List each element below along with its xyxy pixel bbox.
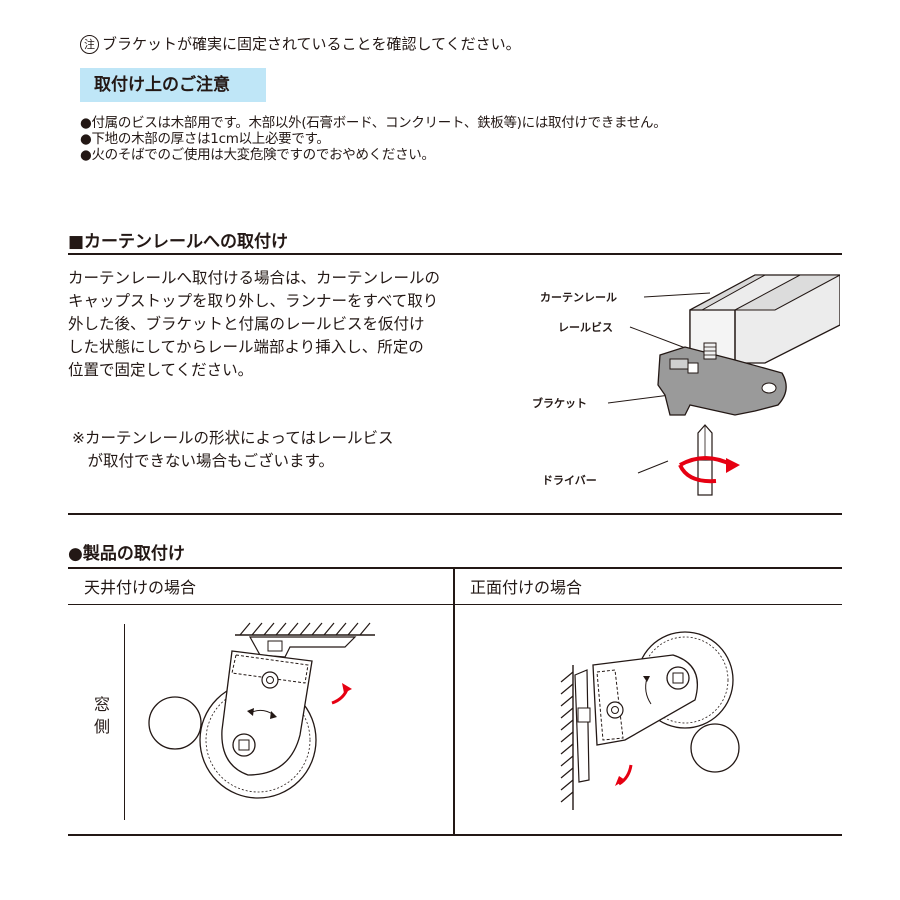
rail-screw-label: レールビス [558, 320, 613, 334]
driver-label: ドライバー [542, 474, 597, 487]
rail-footnote: ※カーテンレールの形状によってはレールビス が取付できない場合もございます。 [72, 427, 393, 473]
roller-small-shape [148, 696, 202, 750]
ceiling-mount-title: 天井付けの場合 [84, 578, 197, 597]
rail-heading-divider [68, 253, 842, 255]
caution-item: ●付属のビスは木部用です。木部以外(石膏ボード、コンクリート、鉄板等)には取付け… [80, 115, 667, 131]
window-side-label: 窓 側 [93, 694, 111, 738]
window-wall-line [124, 624, 126, 820]
note-marker-icon: 注 [80, 35, 99, 54]
ceiling-mount-diagram [148, 622, 375, 799]
note-text: ブラケットが確実に固定されていることを確認してください。 [102, 35, 521, 53]
rail-label: カーテンレール [540, 291, 617, 304]
caution-heading: 取付け上のご注意 [80, 68, 266, 102]
caution-list: ●付属のビスは木部用です。木部以外(石膏ボード、コンクリート、鉄板等)には取付け… [80, 115, 667, 163]
screw-icon [606, 701, 624, 719]
screwdriver-shape [697, 424, 713, 496]
shaft-icon [666, 666, 690, 690]
rail-section-heading: ■カーテンレールへの取付け [68, 232, 289, 252]
caution-item: ●火のそばでのご使用は大変危険ですのでおやめください。 [80, 147, 435, 163]
bracket-fixing-note: 注ブラケットが確実に固定されていることを確認してください。 [80, 33, 521, 54]
rail-footnote-line: ※カーテンレールの形状によってはレールビス [72, 429, 394, 447]
product-table-bottom-border [68, 834, 842, 836]
rail-instruction-line: キャップストップを取り外し、ランナーをすべて取り [68, 292, 439, 310]
caution-item: ●下地の木部の厚さは1cm以上必要です。 [80, 131, 330, 147]
curtain-rail-shape [689, 274, 840, 364]
rail-instructions: カーテンレールへ取付ける場合は、カーテンレールの キャップストップを取り外し、ラ… [68, 267, 508, 382]
bracket-label: ブラケット [532, 396, 587, 410]
window-side-char: 窓 [93, 695, 110, 714]
product-table-top-border [68, 567, 842, 569]
product-table-header-border [68, 604, 842, 605]
bracket-shape [657, 342, 787, 416]
rail-instruction-line: 外した後、ブラケットと付属のレールビスを仮付け [68, 315, 425, 333]
rail-instruction-line: 位置で固定してください。 [68, 361, 254, 379]
rail-bracket-diagram: カーテンレール レールビス ブラケット ドライバー [532, 274, 840, 496]
rail-footnote-line: が取付できない場合もございます。 [72, 452, 334, 470]
screw-icon [261, 671, 279, 689]
window-side-char: 側 [93, 717, 110, 736]
rail-instruction-line: カーテンレールへ取付ける場合は、カーテンレールの [68, 269, 441, 287]
front-mount-title: 正面付けの場合 [470, 578, 583, 597]
rail-section-divider [68, 513, 842, 515]
product-table-column-divider [453, 567, 455, 835]
red-rotate-arrow-icon [618, 764, 633, 786]
product-section-heading: ●製品の取付け [68, 544, 185, 564]
front-mount-diagram [560, 631, 740, 810]
roller-small-shape [690, 723, 740, 773]
shaft-icon [232, 733, 256, 757]
rail-instruction-line: した状態にしてからレール端部より挿入し、所定の [68, 338, 424, 356]
